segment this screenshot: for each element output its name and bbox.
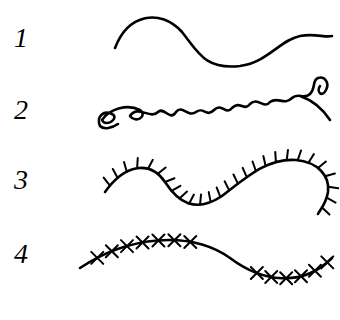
callout-number: 4 bbox=[14, 240, 28, 268]
hatch-tick bbox=[124, 162, 127, 172]
hatch-tick bbox=[172, 186, 181, 191]
hatch-tick bbox=[233, 175, 237, 184]
hatch-tick bbox=[217, 188, 221, 197]
hatch-tick bbox=[136, 158, 139, 168]
cross-mark bbox=[280, 272, 292, 284]
cross-mark bbox=[265, 271, 277, 283]
plain-line bbox=[115, 17, 332, 66]
hatch-tick bbox=[158, 168, 166, 174]
hatch-tick bbox=[179, 192, 187, 199]
cross-mark bbox=[106, 245, 118, 257]
hatch-tick bbox=[165, 178, 174, 182]
hatched-line bbox=[105, 160, 328, 214]
hatch-tick bbox=[253, 161, 256, 171]
hatch-tick bbox=[325, 173, 335, 176]
hatch-tick bbox=[298, 151, 301, 161]
cross-mark bbox=[121, 240, 133, 252]
callout-number: 3 bbox=[14, 166, 28, 194]
cross-mark bbox=[168, 234, 180, 246]
cross-mark bbox=[91, 252, 103, 264]
hatch-tick bbox=[308, 154, 313, 163]
cross-mark bbox=[321, 256, 333, 268]
hatch-tick bbox=[189, 195, 194, 204]
cross-mark bbox=[251, 267, 263, 279]
hatch-tick bbox=[104, 178, 110, 186]
hatch-tick bbox=[113, 169, 118, 178]
line-marks bbox=[91, 150, 338, 284]
hatch-tick bbox=[287, 150, 288, 160]
callout-number: 2 bbox=[14, 96, 28, 124]
cross-mark bbox=[152, 234, 164, 246]
cross-mark bbox=[295, 270, 307, 282]
hatch-tick bbox=[318, 162, 326, 168]
cross-mark bbox=[184, 236, 196, 248]
hatch-tick bbox=[199, 195, 202, 205]
hatch-tick bbox=[148, 160, 153, 169]
cross-mark bbox=[137, 236, 149, 248]
hatch-tick bbox=[209, 192, 211, 202]
hatch-tick bbox=[263, 156, 265, 166]
scribbled-line bbox=[99, 78, 330, 129]
hatch-tick bbox=[322, 208, 329, 215]
hatch-tick bbox=[274, 152, 277, 162]
hatch-tick bbox=[225, 181, 230, 190]
hatch-tick bbox=[327, 198, 336, 203]
cross-mark bbox=[309, 265, 321, 277]
crossed-line bbox=[80, 240, 332, 278]
callout-number: 1 bbox=[14, 24, 28, 52]
hatch-tick bbox=[328, 187, 338, 189]
hatch-tick bbox=[243, 168, 247, 177]
